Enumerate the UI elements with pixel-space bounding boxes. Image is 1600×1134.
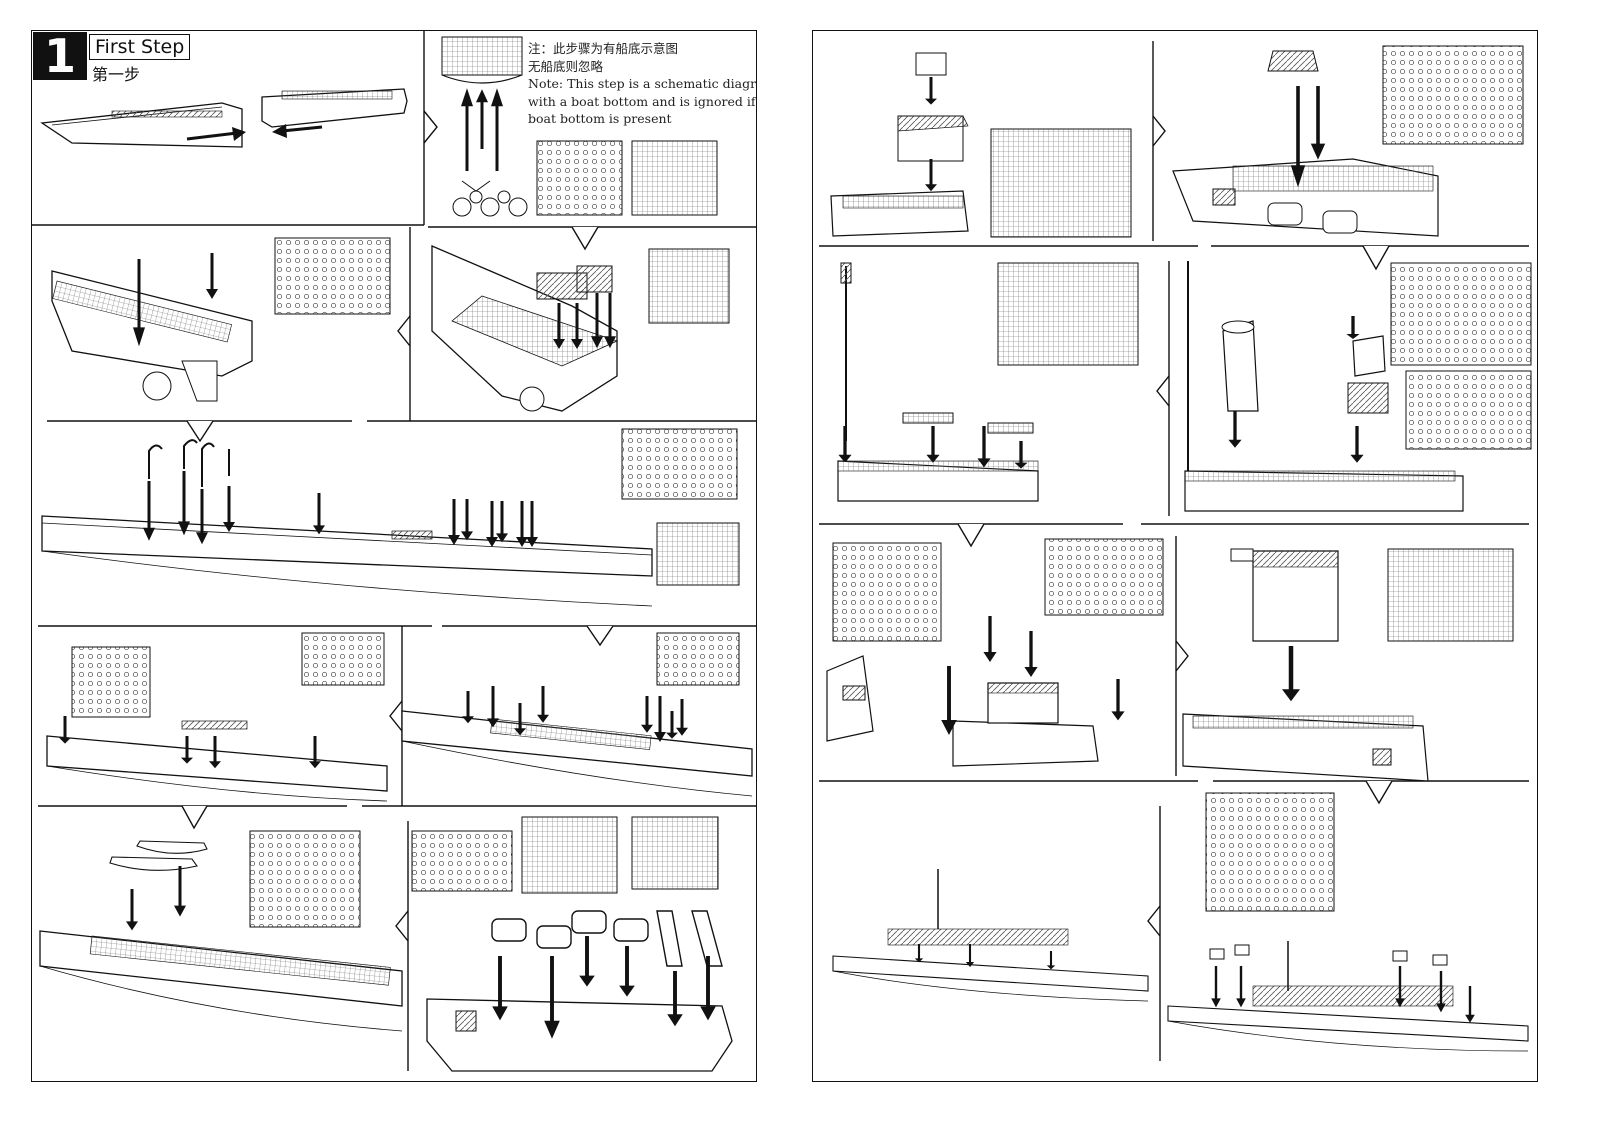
- propeller-icon: [452, 180, 528, 217]
- note-cn-line: 无船底则忽略: [528, 58, 604, 74]
- midship-fittings-right: [401, 684, 753, 797]
- stern-deck-closeup: [431, 245, 619, 412]
- parts-sprue-icon: [832, 45, 1532, 912]
- note-en-line: with a boat bottom and is ignored if no: [528, 93, 757, 109]
- note-cn-line: 注：此步骤为有船底示意图: [528, 41, 679, 56]
- step-title-chinese: 第一步: [92, 65, 141, 84]
- step-number-badge: 1: [33, 32, 87, 80]
- left-page-diagrams: [32, 31, 756, 1072]
- parts-sprue-icon: [71, 140, 740, 928]
- bow-assembly-view: [51, 251, 253, 402]
- midship-fittings-left: [46, 714, 388, 802]
- mast-installation: [836, 262, 1039, 502]
- propeller-assembly: [441, 36, 528, 217]
- note-en-line: boat bottom is present: [528, 111, 672, 126]
- assembly-note: 注：此步骤为有船底示意图 无船底则忽略 Note: This step is a…: [528, 40, 757, 128]
- stern-hull-fittings: [426, 910, 733, 1072]
- panel-dividers: [32, 31, 756, 1071]
- lifeboat-installation: [39, 840, 403, 1032]
- main-deck-side-view: [41, 439, 653, 607]
- bridge-assembly: [830, 52, 969, 237]
- ship-final-view: [1167, 941, 1529, 1052]
- step-title: First Step: [89, 34, 191, 60]
- funnel-installation: [1184, 261, 1464, 512]
- hull-halves-illustration: [40, 88, 408, 148]
- deck-gun-tub-assembly: [1172, 50, 1439, 237]
- lifeboat-icon: [109, 840, 208, 871]
- panel-dividers: [819, 41, 1529, 1061]
- instruction-page-left: 1 First Step 第一步 注：此步骤为有船底示意图 无船底则忽略 Not…: [31, 30, 757, 1082]
- instruction-page-right: [812, 30, 1538, 1082]
- ship-overview-left: [832, 869, 1149, 1002]
- note-en-line: Note: This step is a schematic diagram: [528, 76, 757, 91]
- aft-superstructure: [826, 614, 1127, 767]
- director-tower-assembly: [1182, 548, 1429, 782]
- right-page-diagrams: [819, 41, 1532, 1061]
